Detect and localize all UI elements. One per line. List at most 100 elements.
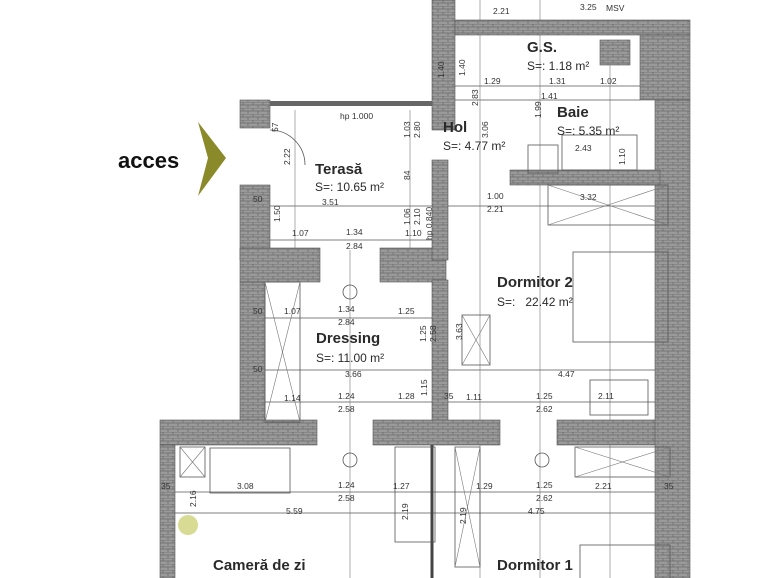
- dimension-label: 35: [664, 481, 674, 491]
- door-symbol: [342, 452, 358, 468]
- wall: [239, 247, 321, 283]
- dimension-label: 35: [444, 391, 454, 401]
- dimension-label: 1.50: [272, 205, 282, 222]
- dimension-label: 2.16: [188, 490, 198, 507]
- dimension-label: 3.08: [237, 481, 254, 491]
- annotation-hp-2: hp 0.840: [424, 207, 434, 240]
- wardrobe: [264, 281, 301, 423]
- dimension-label: 1.99: [533, 101, 543, 118]
- dimension-label: 5.59: [286, 506, 303, 516]
- dimension-label: 1.25: [418, 325, 428, 342]
- wardrobe: [547, 184, 669, 226]
- plant-icon: [178, 515, 198, 535]
- wall: [239, 281, 266, 426]
- annotation-msv: MSV: [606, 3, 625, 13]
- wardrobe: [574, 446, 671, 478]
- dimension-label: 50: [253, 194, 263, 204]
- dimension-label: 1.24: [338, 480, 355, 490]
- wall: [431, 159, 449, 261]
- dimension-label: 1.10: [617, 148, 627, 165]
- wall: [599, 39, 631, 66]
- wall: [159, 444, 176, 578]
- dimension-label: 2.62: [536, 404, 553, 414]
- room-name-terasa: Terasă: [315, 161, 363, 178]
- dimension-label: 2.62: [536, 493, 553, 503]
- dimension-label: 4.47: [558, 369, 575, 379]
- wardrobe: [454, 446, 481, 568]
- dimension-label: 1.25: [398, 306, 415, 316]
- walls: [159, 0, 691, 578]
- room-area-dressing: S=: 11.00 m²: [316, 351, 384, 365]
- dimension-label: 2.58: [338, 404, 355, 414]
- dimension-label: 1.07: [292, 228, 309, 238]
- dimension-label: 3.06: [480, 121, 490, 138]
- wall: [509, 169, 661, 186]
- dimension-label: 1.34: [338, 304, 355, 314]
- cabinet: [179, 446, 206, 478]
- dimension-label: 2.58: [338, 493, 355, 503]
- dimension-label: 1.25: [536, 480, 553, 490]
- sofa: [209, 447, 291, 494]
- wardrobe-cross: [264, 281, 301, 423]
- dimension-label: 2.58: [428, 325, 438, 342]
- dimension-label: 3.51: [322, 197, 339, 207]
- dimension-label: 2.21: [487, 204, 504, 214]
- door-symbol: [342, 284, 358, 300]
- room-area-baie: S=: 5.35 m²: [557, 124, 619, 138]
- dimension-label: 1.07: [284, 306, 301, 316]
- dimension-label: 1.27: [393, 481, 410, 491]
- room-area-terasa: S=: 10.65 m²: [315, 180, 384, 194]
- wardrobe-cross: [547, 184, 669, 226]
- wall: [372, 419, 501, 446]
- dimension-label: 2.84: [346, 241, 363, 251]
- bed-single: [394, 446, 436, 543]
- wardrobe-cross: [574, 446, 671, 478]
- dimension-label: 1.02: [600, 76, 617, 86]
- bed: [572, 251, 669, 343]
- dimension-label: 2.10: [412, 208, 422, 225]
- dimension-label: 2.83: [470, 89, 480, 106]
- dimension-label: 1.31: [549, 76, 566, 86]
- room-name-gs: G.S.: [527, 39, 557, 56]
- dimension-label: 1.06: [402, 208, 412, 225]
- dimension-label: 1.14: [284, 393, 301, 403]
- door-swing: [269, 129, 306, 166]
- dimension-label: 1.29: [476, 481, 493, 491]
- dimension-label: 57: [270, 122, 280, 132]
- dimension-label: 1.10: [405, 228, 422, 238]
- wall: [639, 34, 691, 101]
- annotation-hp: hp 1.000: [340, 111, 373, 121]
- dimension-label: 1.40: [436, 61, 446, 78]
- chevron-right-icon: [198, 122, 226, 196]
- wall: [454, 19, 691, 36]
- wardrobe: [461, 314, 491, 366]
- room-area-gs: S=: 1.18 m²: [527, 59, 589, 73]
- dimension-label: 2.80: [412, 121, 422, 138]
- dimension-label: 2.84: [338, 317, 355, 327]
- wall: [431, 0, 456, 131]
- dimension-label: 1.34: [346, 227, 363, 237]
- furniture: [178, 129, 671, 578]
- dimension-label: 1.00: [487, 191, 504, 201]
- dimension-label: 1.11: [466, 392, 482, 402]
- room-name-dressing: Dressing: [316, 330, 380, 347]
- dimension-label: 3.63: [454, 323, 464, 340]
- dimension-label: 1.25: [536, 391, 553, 401]
- dimension-label: 1.41: [541, 91, 558, 101]
- room-name-dormitor-2: Dormitor 2: [497, 274, 573, 291]
- dimension-label: 3.25: [580, 2, 597, 12]
- dimension-label: 2.21: [493, 6, 510, 16]
- dimension-label: 2.19: [458, 507, 468, 524]
- room-name-dormitor-1: Dormitor 1: [497, 557, 573, 574]
- dimension-label: 50: [253, 364, 263, 374]
- dimension-label: 1.29: [484, 76, 501, 86]
- dimension-label: 2.22: [282, 148, 292, 165]
- bed: [579, 544, 671, 578]
- dimension-label: 2.19: [400, 503, 410, 520]
- dimension-label: 2.11: [598, 391, 614, 401]
- wall: [431, 279, 449, 441]
- wall: [239, 99, 271, 129]
- dimension-label: 3.66: [345, 369, 362, 379]
